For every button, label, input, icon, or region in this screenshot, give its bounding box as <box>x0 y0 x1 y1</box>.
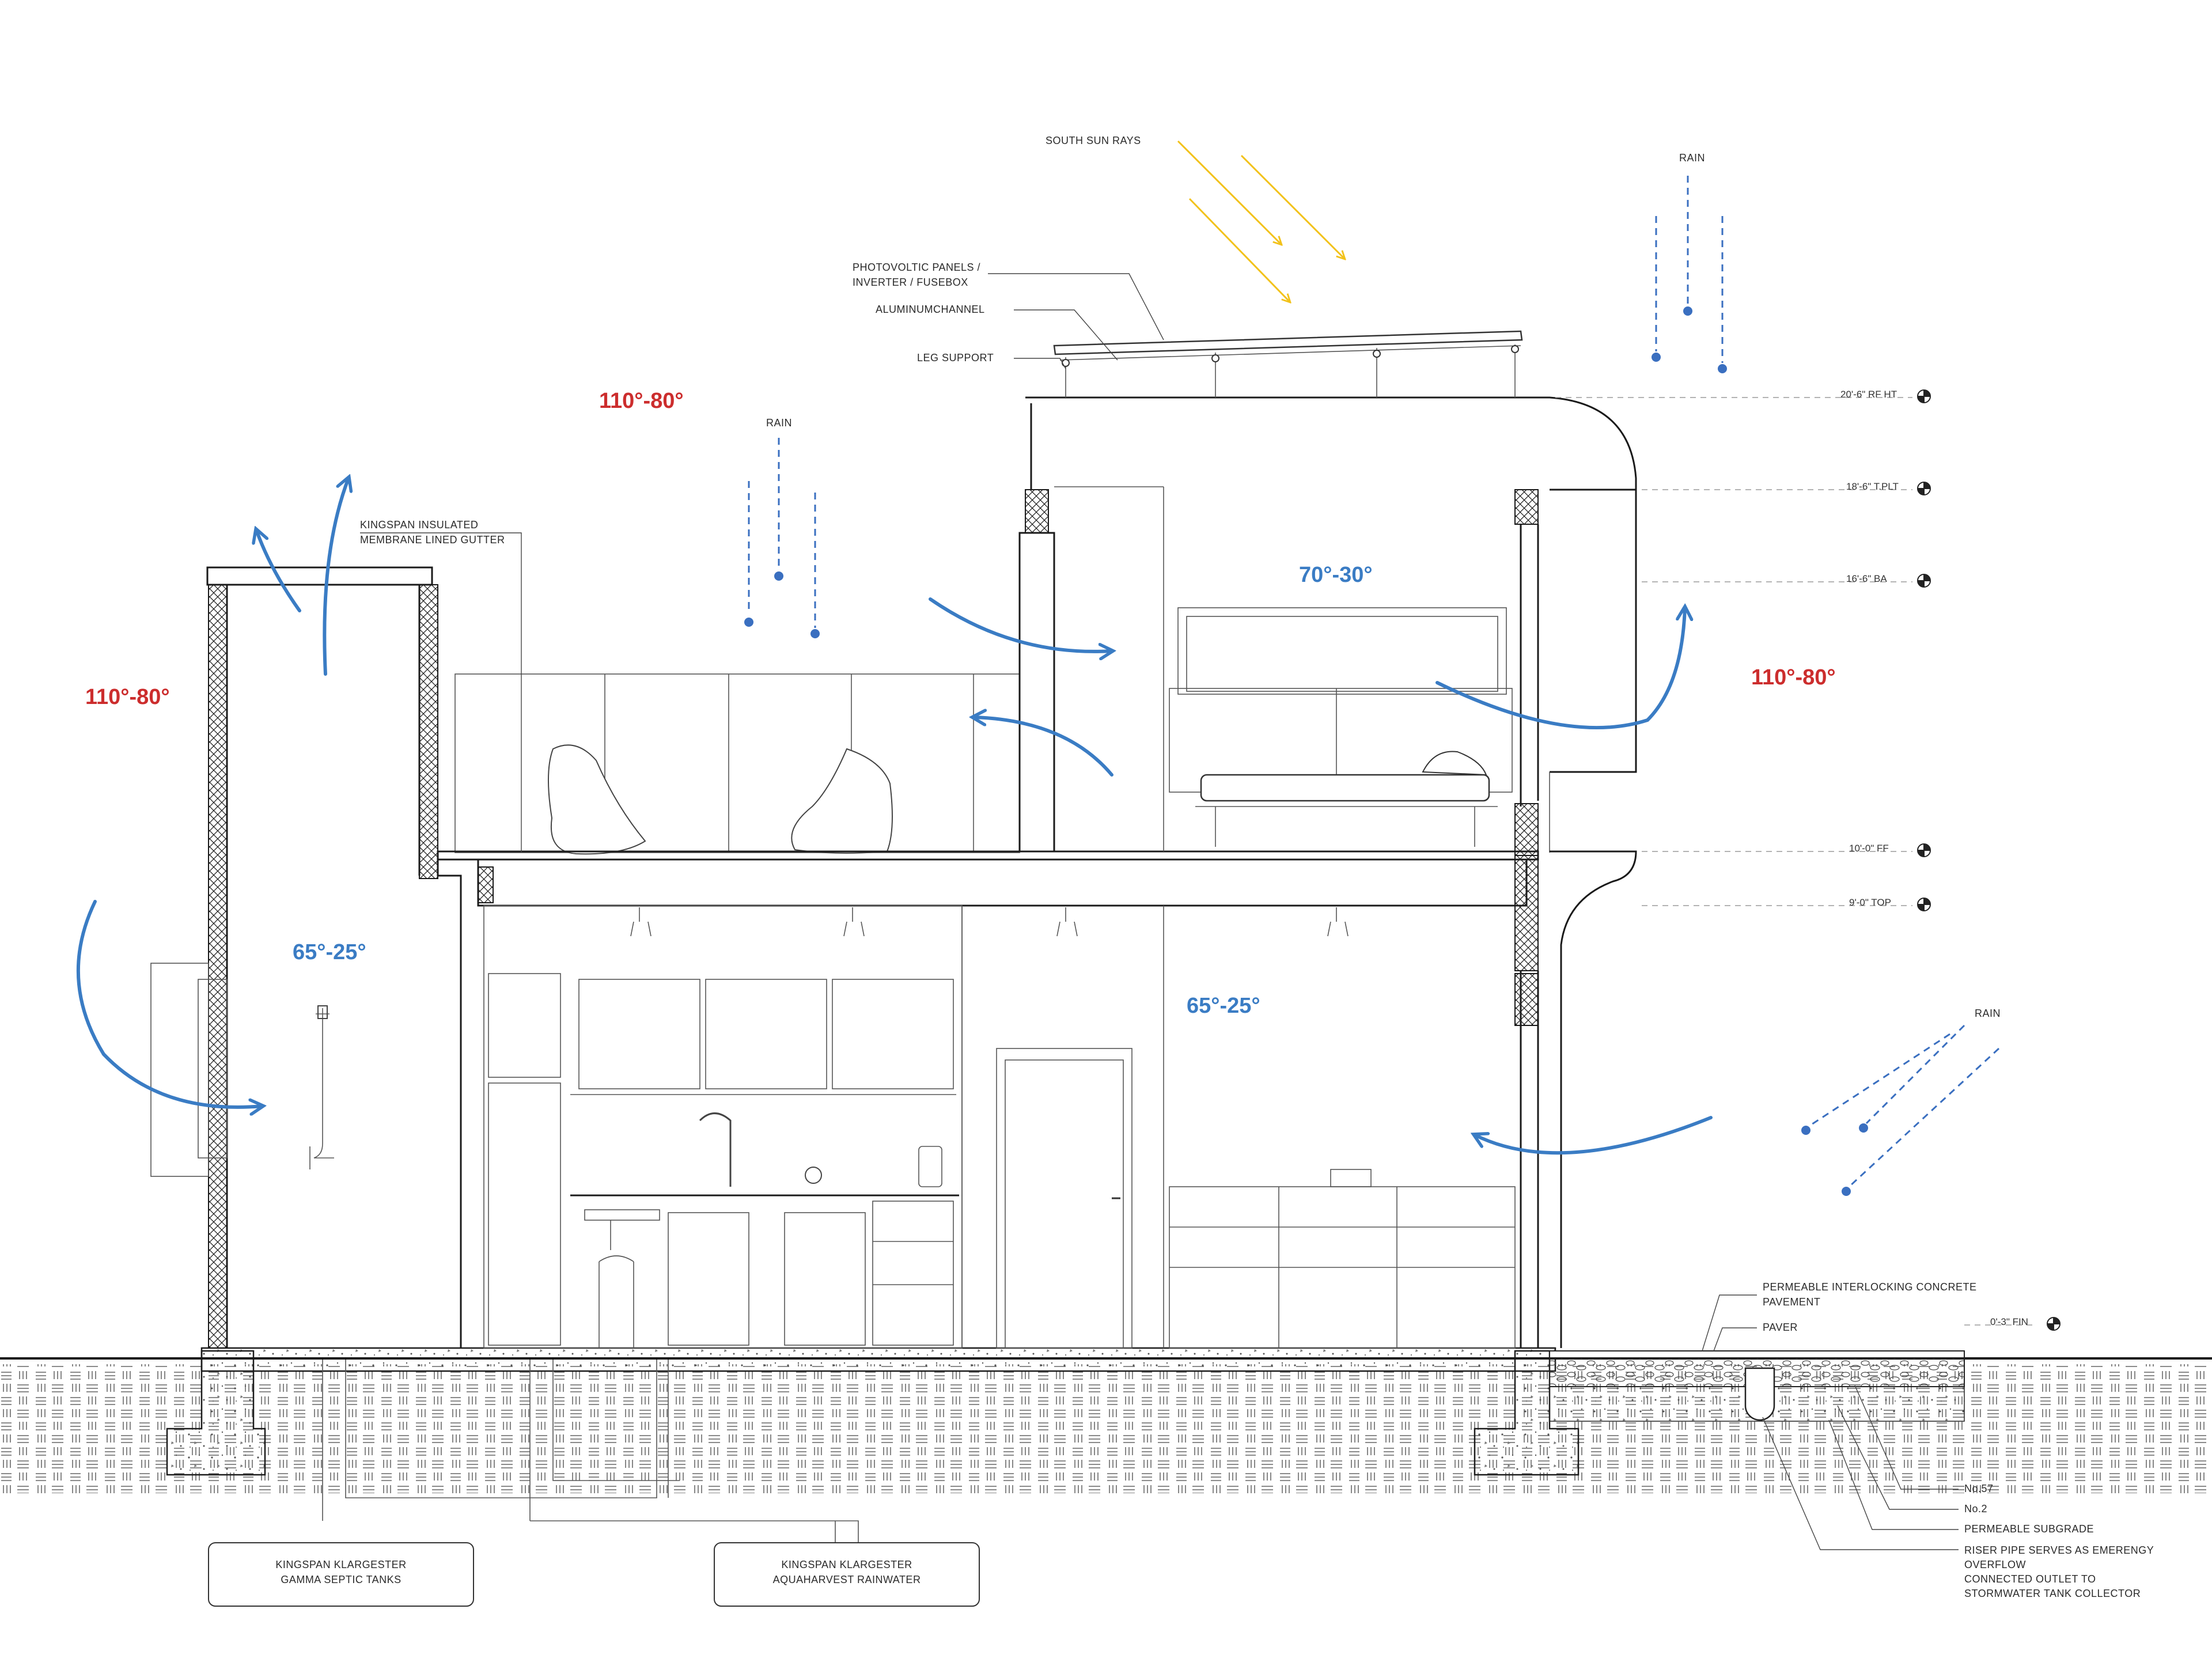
temp-bathroom: 65°-25° <box>293 940 366 964</box>
bathroom-tower <box>150 566 462 1349</box>
septic-tank: KINGSPAN KLARGESTER GAMMA SEPTIC TANKS <box>208 1542 474 1607</box>
airflow-arrow-deck-out <box>974 717 1113 777</box>
level-target-icon <box>1917 574 1931 588</box>
upper-bedroom <box>1018 396 1637 856</box>
aluminum-channel-label: ALUMINUMCHANNEL <box>876 304 985 315</box>
pv-label-2: INVERTER / FUSEBOX <box>853 277 968 288</box>
airflow-arrow-deck-in <box>929 597 1112 652</box>
level-ff: 10'-0" FF <box>1849 843 1889 854</box>
temperature-labels: 110°-80° 110°-80° 110°-80° 70°-30° 65°-2… <box>85 389 1836 1018</box>
leg-support-label: LEG SUPPORT <box>917 352 994 364</box>
level-target-icon <box>1917 482 1931 495</box>
rainwater-tank-label-1: KINGSPAN KLARGESTER <box>781 1559 912 1570</box>
level-markers: 20'-6" RF HT 18'-6" T.PLT 16'-6" BA 10'-… <box>1555 389 2061 1331</box>
faucet <box>699 1112 732 1187</box>
right-bay-soffit <box>1514 850 1637 1348</box>
level-target-icon <box>1917 389 1931 403</box>
rain-mid: RAIN <box>744 417 820 638</box>
gutter-label-2: MEMBRANE LINED GUTTER <box>360 534 505 546</box>
riser-label-3: CONNECTED OUTLET TO <box>1964 1573 2096 1585</box>
bean-bag-2 <box>791 748 893 854</box>
rain-top-right: RAIN <box>1652 152 1727 373</box>
level-t-plt: 18'-6" T.PLT <box>1846 481 1899 492</box>
floor-structure <box>477 858 1528 907</box>
septic-tank-label-1: KINGSPAN KLARGESTER <box>275 1559 406 1570</box>
level-target-icon <box>1917 843 1931 857</box>
temp-left-exterior: 110°-80° <box>85 685 170 709</box>
rain-label-top: RAIN <box>1679 152 1705 164</box>
left-footing <box>166 1350 266 1476</box>
rainwater-tank-label-2: AQUAHARVEST RAINWATER <box>773 1574 921 1585</box>
temp-roof-center: 110°-80° <box>599 389 684 413</box>
entry-door <box>996 1048 1132 1349</box>
callouts: PHOTOVOLTIC PANELS / INVERTER / FUSEBOX … <box>360 262 2154 1599</box>
permeable-subgrade-label: PERMEABLE SUBGRADE <box>1964 1523 2094 1535</box>
level-target-icon <box>1917 898 1931 911</box>
level-top: 9'-0" TOP <box>1849 897 1891 908</box>
airflow-arrow-bath-1 <box>256 530 301 612</box>
airflow-arrow-bath-2 <box>323 478 349 676</box>
riser-label-4: STORMWATER TANK COLLECTOR <box>1964 1588 2141 1599</box>
riser-pipe <box>1744 1367 1775 1421</box>
pv-label-1: PHOTOVOLTIC PANELS / <box>853 262 980 273</box>
roof-deck <box>437 673 1539 861</box>
paver-label-2: PAVEMENT <box>1763 1296 1820 1308</box>
level-fin: 0'-3" FIN <box>1990 1316 2028 1327</box>
riser-label-1: RISER PIPE SERVES AS EMERENGY <box>1964 1544 2154 1556</box>
airflow-arrow-left <box>76 900 262 1107</box>
airflow-arrow-living <box>1475 1116 1713 1155</box>
rainwater-tank: KINGSPAN KLARGESTER AQUAHARVEST RAINWATE… <box>714 1542 980 1607</box>
south-sun-rays-label: SOUTH SUN RAYS <box>1046 135 1141 146</box>
temp-right-exterior: 110°-80° <box>1751 665 1836 690</box>
bean-bag-1 <box>548 744 646 855</box>
rain-label-right: RAIN <box>1975 1008 2001 1019</box>
riser-label-2: OVERFLOW <box>1964 1559 2026 1570</box>
temp-kitchen: 65°-25° <box>1187 994 1260 1018</box>
living-room <box>1163 906 1516 1349</box>
kitchen <box>483 905 963 1349</box>
floor-slab <box>200 1347 1556 1372</box>
ceiling-lights <box>630 907 1349 937</box>
no2-label: No.2 <box>1964 1503 1987 1515</box>
ground <box>0 1347 2212 1555</box>
no57-label: No.57 <box>1964 1483 1994 1494</box>
bed <box>1200 774 1490 802</box>
paver-layer <box>1549 1350 1965 1358</box>
sun-rays: SOUTH SUN RAYS <box>1046 135 1345 302</box>
gutter-label-1: KINGSPAN INSULATED <box>360 519 478 531</box>
septic-tank-label-2: GAMMA SEPTIC TANKS <box>281 1574 401 1585</box>
pillow <box>1422 751 1487 776</box>
temp-bedroom: 70°-30° <box>1299 563 1373 587</box>
level-target-icon <box>2047 1317 2061 1331</box>
paver-label: PAVER <box>1763 1322 1798 1333</box>
paver-label-1: PERMEABLE INTERLOCKING CONCRETE <box>1763 1281 1977 1293</box>
level-rf-ht: 20'-6" RF HT <box>1840 389 1897 400</box>
airflow-arrow-bedroom <box>1435 608 1685 730</box>
rain-right: RAIN <box>1801 1008 2001 1196</box>
level-ba: 16'-6" BA <box>1846 573 1887 584</box>
pv-array <box>1053 330 1523 397</box>
airflow-arrows <box>76 478 1713 1155</box>
rain-label-mid: RAIN <box>766 417 792 429</box>
